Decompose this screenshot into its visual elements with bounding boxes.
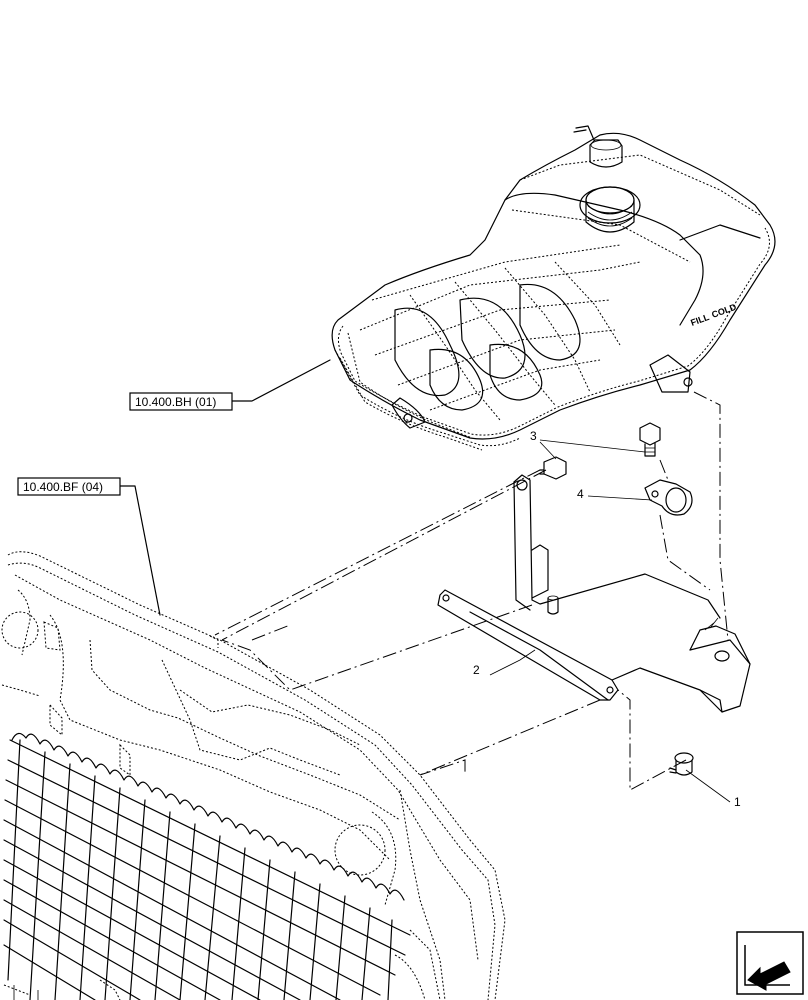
clamp-part-4 [644, 479, 693, 516]
reference-box-bf[interactable]: 10.400.BF (04) [17, 477, 161, 616]
tank-embossing-fill: FILL [689, 312, 711, 328]
mounting-bracket-part-2 [437, 474, 751, 713]
radiator-cowl [1, 551, 506, 1000]
callout-2-group: 2 [473, 649, 536, 677]
callout-1-group: 1 [685, 769, 741, 809]
nut-part [539, 456, 567, 480]
arrow-corner-icon[interactable] [736, 931, 804, 995]
callout-4: 4 [577, 487, 584, 501]
callout-3: 3 [530, 429, 537, 443]
reference-label-bh: 10.400.BH (01) [135, 395, 216, 409]
callout-3-group: 3 [530, 429, 646, 460]
bolt-part-1 [669, 752, 694, 776]
tank-embossing-cold: COLD [710, 302, 738, 320]
callout-4-group: 4 [577, 487, 653, 501]
bolt-part-3 [639, 422, 661, 457]
callout-1: 1 [734, 795, 741, 809]
reference-label-bf: 10.400.BF (04) [23, 480, 103, 494]
callout-2: 2 [473, 663, 480, 677]
assembly-lines [214, 391, 729, 791]
reference-box-bh[interactable]: 10.400.BH (01) [129, 359, 331, 411]
expansion-tank: FILL COLD [331, 125, 776, 451]
